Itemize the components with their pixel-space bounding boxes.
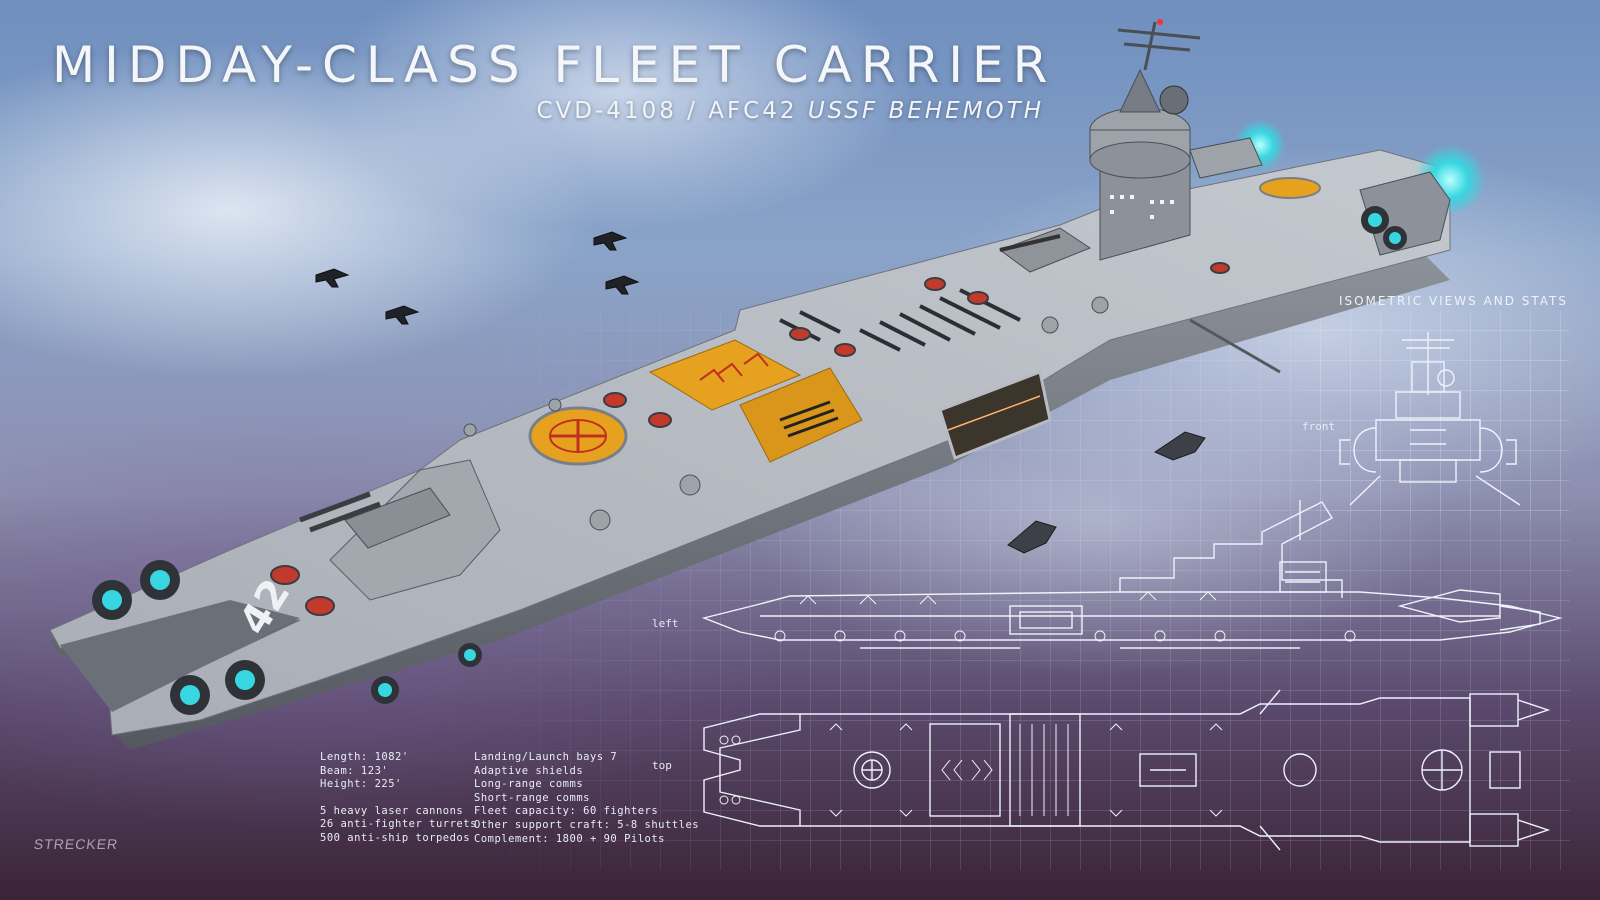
fighter-icon (1007, 520, 1057, 554)
top-view-drawing (703, 689, 1551, 851)
landing-pad-1 (648, 339, 802, 411)
stats-column-2: Landing/Launch bays 7 Adaptive shields L… (474, 751, 699, 846)
aft-deck-emblem (1259, 177, 1321, 199)
stat-torpedos: 500 anti-ship torpedos (320, 831, 471, 844)
stats-column-1: Length: 1082' Beam: 123' Height: 225' 5 … (320, 751, 477, 846)
stat-length: Length: 1082' (320, 751, 409, 763)
stat-long-comms: Long-range comms (474, 778, 584, 791)
stat-complement: Complement: 1800 + 90 Pilots (474, 832, 666, 845)
stat-bays: Landing/Launch bays 7 (474, 751, 618, 763)
fighter-icon (385, 305, 420, 325)
fighter-icon (315, 268, 350, 288)
front-view-label: front (1302, 420, 1336, 433)
mid-gun-turret (998, 227, 1092, 273)
front-view-drawing (1339, 332, 1521, 506)
stat-short-comms: Short-range comms (474, 791, 590, 804)
ship-name: USSF BEHEMOTH (807, 98, 1044, 124)
stat-fleet-capacity: Fleet capacity: 60 fighters (474, 805, 659, 818)
blueprint-heading: ISOMETRIC VIEWS AND STATS (1338, 294, 1568, 308)
stat-turrets: 26 anti-fighter turrets (320, 818, 477, 831)
pad-chevrons (699, 352, 769, 383)
antenna-spar (1189, 318, 1281, 374)
stat-beam: Beam: 123' (320, 764, 389, 777)
pad-markings (779, 400, 839, 438)
main-engines (1189, 119, 1486, 256)
forward-gun-block (329, 459, 501, 601)
designation: CVD-4108 / AFC42 (536, 98, 798, 124)
stat-shields: Adaptive shields (474, 764, 584, 777)
left-view-drawing (701, 500, 1563, 649)
poster-subtitle: CVD-4108 / AFC42 USSF BEHEMOTH (537, 98, 1045, 124)
hangar-bay (938, 369, 1052, 460)
bow-prong-gap (60, 600, 300, 712)
stat-cannons: 5 heavy laser cannons (320, 804, 464, 817)
artist-signature: STRECKER (32, 836, 120, 852)
fighter-icon (593, 231, 628, 251)
fighter-icon (605, 275, 640, 295)
bow-thrusters (92, 560, 482, 715)
poster-title: MIDDAY-CLASS FLEET CARRIER (52, 36, 1057, 94)
anti-fighter-turrets (270, 262, 1230, 616)
top-view-label: top (652, 759, 672, 772)
left-view-label: left (652, 617, 679, 630)
fighter-icon (1153, 431, 1206, 461)
landing-pad-2 (739, 367, 863, 463)
stat-height: Height: 225' (320, 778, 402, 791)
sensor-domes (463, 296, 1109, 531)
stat-support-craft: Other support craft: 5-8 shuttles (474, 818, 700, 831)
